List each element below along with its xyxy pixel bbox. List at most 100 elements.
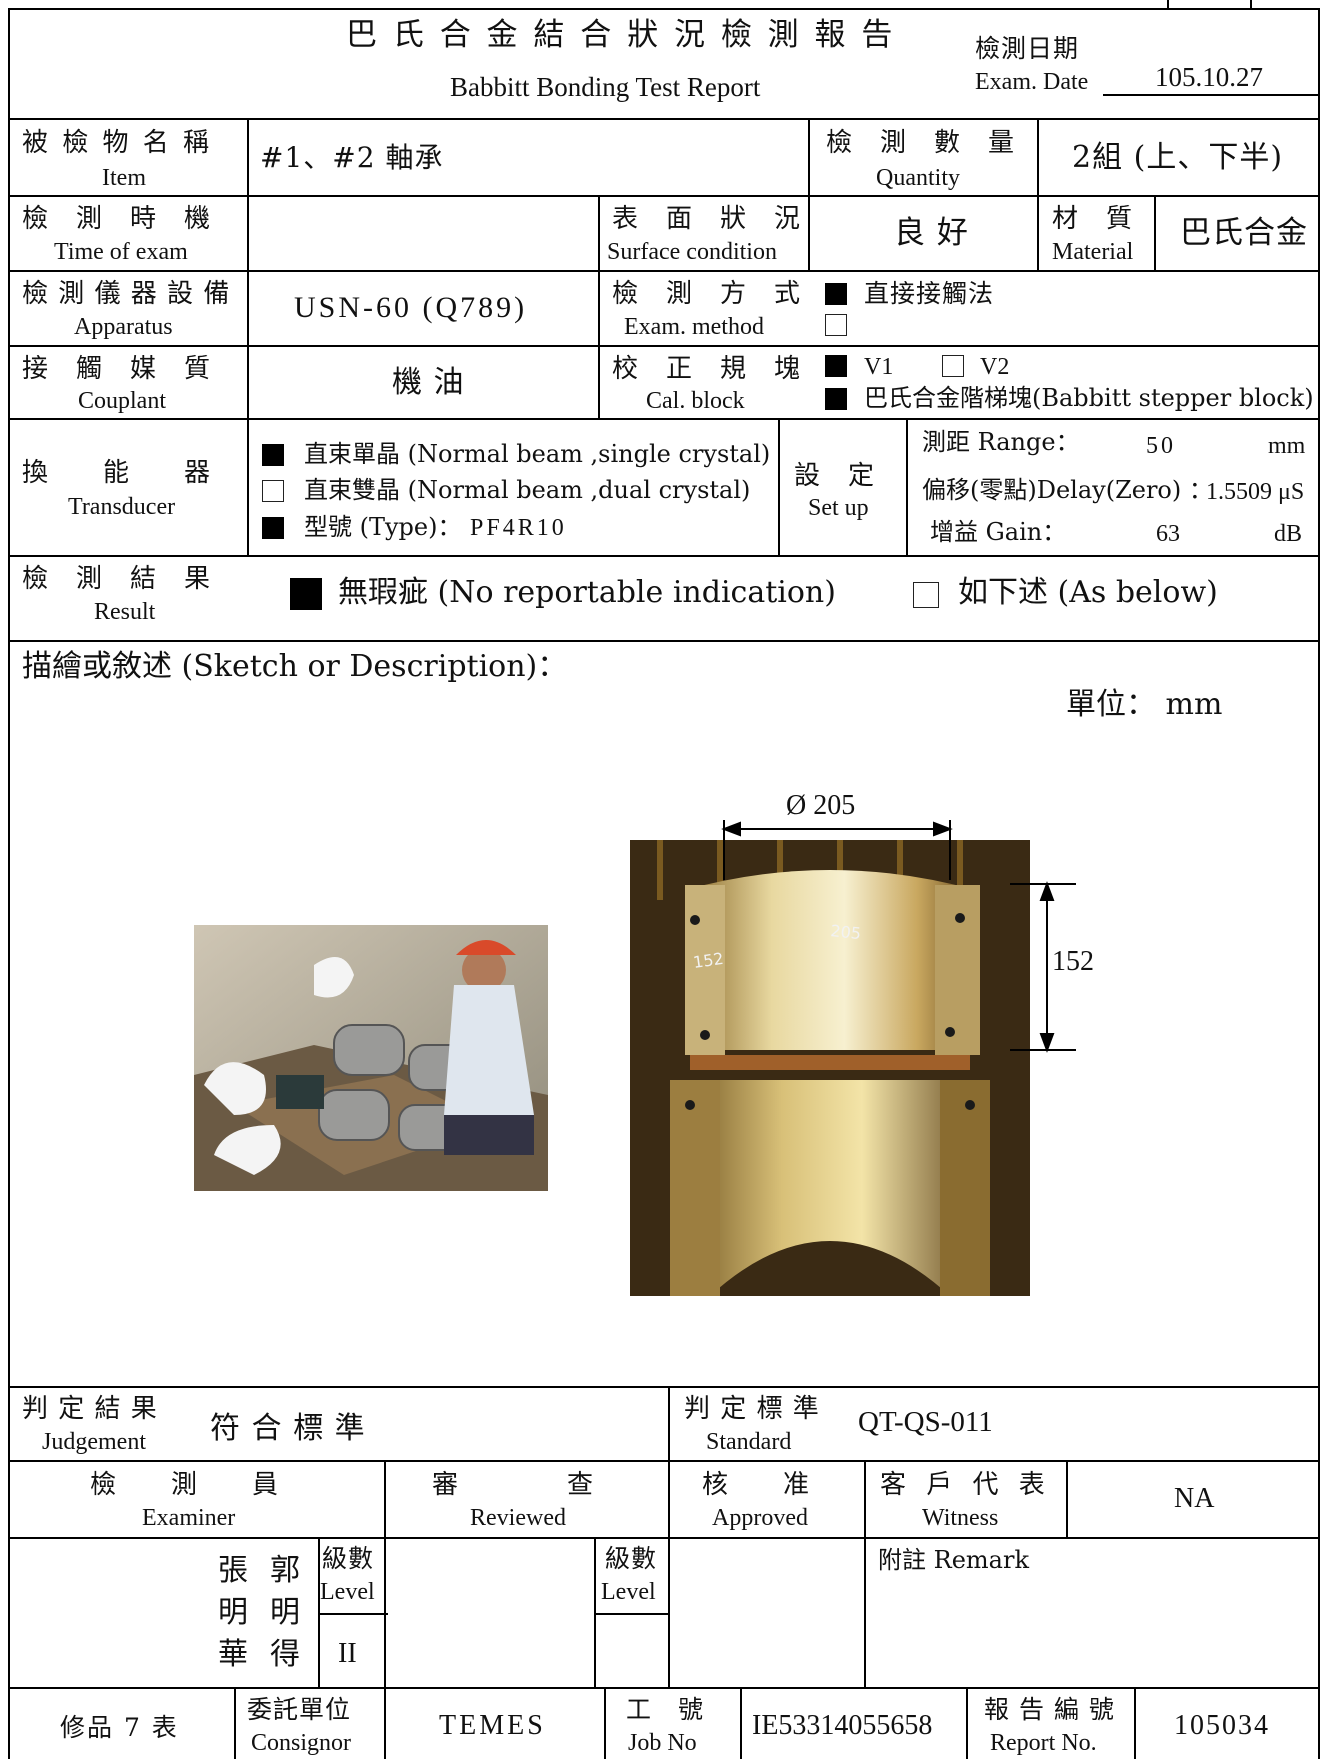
couplant-label-zh: 接 觸 媒 質: [22, 354, 212, 384]
v1-checkbox[interactable]: [825, 355, 847, 377]
method-label-zh: 檢 測 方 式: [612, 279, 802, 309]
judgement-label-zh: 判 定 結 果: [22, 1394, 158, 1424]
job-value: IE53314055658: [752, 1710, 933, 1741]
result-label-zh: 檢 測 結 果: [22, 564, 212, 594]
report-title-zh: 巴 氏 合 金 結 合 狀 況 檢 測 報 告: [346, 17, 896, 53]
height-dimension: 152: [1052, 946, 1094, 977]
level-label-zh: 級數: [322, 1544, 375, 1573]
remark-label: 附註 Remark: [878, 1546, 1029, 1574]
transducer-label-en: Transducer: [68, 494, 176, 520]
range-label: 測距 Range：: [922, 428, 1080, 456]
sketch-label: 描繪或敘述 (Sketch or Description)：: [22, 649, 568, 684]
method-direct-checkbox[interactable]: [825, 283, 847, 305]
examiner-name-2b: 明: [270, 1595, 301, 1630]
stepper-block-checkbox[interactable]: [825, 388, 847, 410]
range-unit: mm: [1268, 433, 1306, 459]
no-indication-checkbox[interactable]: [290, 578, 322, 610]
consignor-value: TEMES: [439, 1710, 546, 1741]
quantity-value: 2組 (上、下半): [1072, 140, 1284, 175]
bearing-photo: 152 205: [630, 840, 1030, 1296]
time-label-en: Time of exam: [54, 239, 188, 265]
apparatus-value: USN-60 (Q789): [294, 291, 528, 324]
type-value: PF4R10: [470, 515, 567, 541]
diameter-dimension: Ø 205: [786, 790, 856, 821]
level2-label-en: Level: [601, 1579, 656, 1605]
method-other-checkbox[interactable]: [825, 314, 847, 336]
as-below-checkbox[interactable]: [913, 582, 939, 608]
quantity-label-en: Quantity: [876, 165, 960, 191]
examiner-name-3a: 華: [218, 1637, 249, 1672]
examiner-label-zh: 檢 測 員: [90, 1470, 280, 1500]
item-value: #1、#2 軸承: [260, 141, 444, 174]
consignor-label-zh: 委託單位: [247, 1695, 352, 1724]
report-no-label-zh: 報 告 編 號: [984, 1695, 1115, 1724]
dual-crystal-label: 直束雙晶 (Normal beam ,dual crystal): [304, 476, 751, 504]
delay-label: 偏移(零點)Delay(Zero) ：: [922, 476, 1213, 504]
examiner-name-1a: 張: [218, 1553, 249, 1588]
cal-block-label-zh: 校 正 規 塊: [612, 354, 802, 384]
material-label-en: Material: [1052, 239, 1134, 265]
surface-label-zh: 表 面 狀 況: [612, 204, 802, 234]
delay-value: 1.5509: [1206, 479, 1272, 505]
dual-crystal-checkbox[interactable]: [262, 480, 284, 502]
gain-label: 增益 Gain：: [930, 518, 1067, 546]
type-checkbox[interactable]: [262, 517, 284, 539]
report-title-en: Babbitt Bonding Test Report: [450, 72, 761, 102]
standard-value: QT-QS-011: [858, 1406, 993, 1438]
item-label-zh: 被 檢 物 名 稱: [22, 128, 213, 158]
consignor-label-en: Consignor: [251, 1730, 352, 1756]
v1-label: V1: [864, 354, 894, 380]
setup-label-zh: 設 定: [794, 461, 876, 491]
form-number: 修品 7 表: [60, 1713, 179, 1742]
delay-unit: μS: [1278, 479, 1305, 505]
method-direct-label: 直接接觸法: [864, 279, 995, 308]
couplant-label-en: Couplant: [78, 388, 166, 414]
couplant-value: 機 油: [392, 365, 465, 400]
standard-label-zh: 判 定 標 準: [684, 1394, 820, 1424]
inspection-photo: [194, 925, 548, 1191]
apparatus-label-en: Apparatus: [74, 314, 173, 340]
judgement-label-en: Judgement: [42, 1429, 146, 1455]
standard-label-en: Standard: [706, 1429, 792, 1455]
type-label: 型號 (Type)：: [304, 513, 462, 541]
range-value: 50: [1146, 433, 1176, 459]
surface-value: 良 好: [894, 215, 969, 251]
examiner-name-2a: 明: [218, 1595, 249, 1630]
job-label-zh: 工 號: [626, 1695, 705, 1724]
report-no-value: 105034: [1174, 1710, 1270, 1741]
surface-label-en: Surface condition: [607, 239, 777, 265]
gain-unit: dB: [1274, 521, 1303, 547]
apparatus-label-zh: 檢 測 儀 器 設 備: [22, 279, 231, 309]
v2-label: V2: [980, 354, 1010, 380]
cal-block-label-en: Cal. block: [646, 388, 745, 414]
single-crystal-label: 直束單晶 (Normal beam ,single crystal): [304, 440, 771, 468]
exam-date-underline: [1103, 94, 1318, 96]
judgement-value: 符 合 標 準: [210, 1411, 366, 1446]
exam-date-label-zh: 檢測日期: [975, 34, 1080, 63]
reviewed-label-en: Reviewed: [470, 1505, 566, 1531]
time-label-zh: 檢 測 時 機: [22, 204, 212, 234]
gain-value: 63: [1156, 521, 1180, 547]
bearing-mark-205: 205: [830, 921, 862, 943]
bearing-mark-152: 152: [692, 949, 725, 972]
unit-label: 單位： mm: [1066, 687, 1223, 722]
job-label-en: Job No: [628, 1730, 697, 1756]
examiner-name-1b: 郭: [270, 1553, 301, 1588]
level-label-en: Level: [320, 1579, 375, 1605]
stepper-block-label: 巴氏合金階梯塊(Babbitt stepper block): [864, 384, 1314, 412]
method-label-en: Exam. method: [624, 314, 764, 340]
v2-checkbox[interactable]: [942, 355, 964, 377]
transducer-label-zh: 換 能 器: [22, 458, 212, 488]
as-below-label: 如下述 (As below): [958, 575, 1218, 610]
approved-label-en: Approved: [712, 1505, 808, 1531]
level2-label-zh: 級數: [605, 1544, 658, 1573]
setup-label-en: Set up: [808, 495, 869, 521]
report-no-label-en: Report No.: [990, 1730, 1097, 1756]
examiner-name-3b: 得: [270, 1637, 301, 1672]
result-label-en: Result: [94, 599, 156, 625]
item-label-en: Item: [102, 165, 146, 191]
no-indication-label: 無瑕疵 (No reportable indication): [338, 575, 836, 610]
exam-date-value: 105.10.27: [1155, 62, 1263, 92]
single-crystal-checkbox[interactable]: [262, 444, 284, 466]
material-label-zh: 材 質: [1052, 204, 1134, 234]
